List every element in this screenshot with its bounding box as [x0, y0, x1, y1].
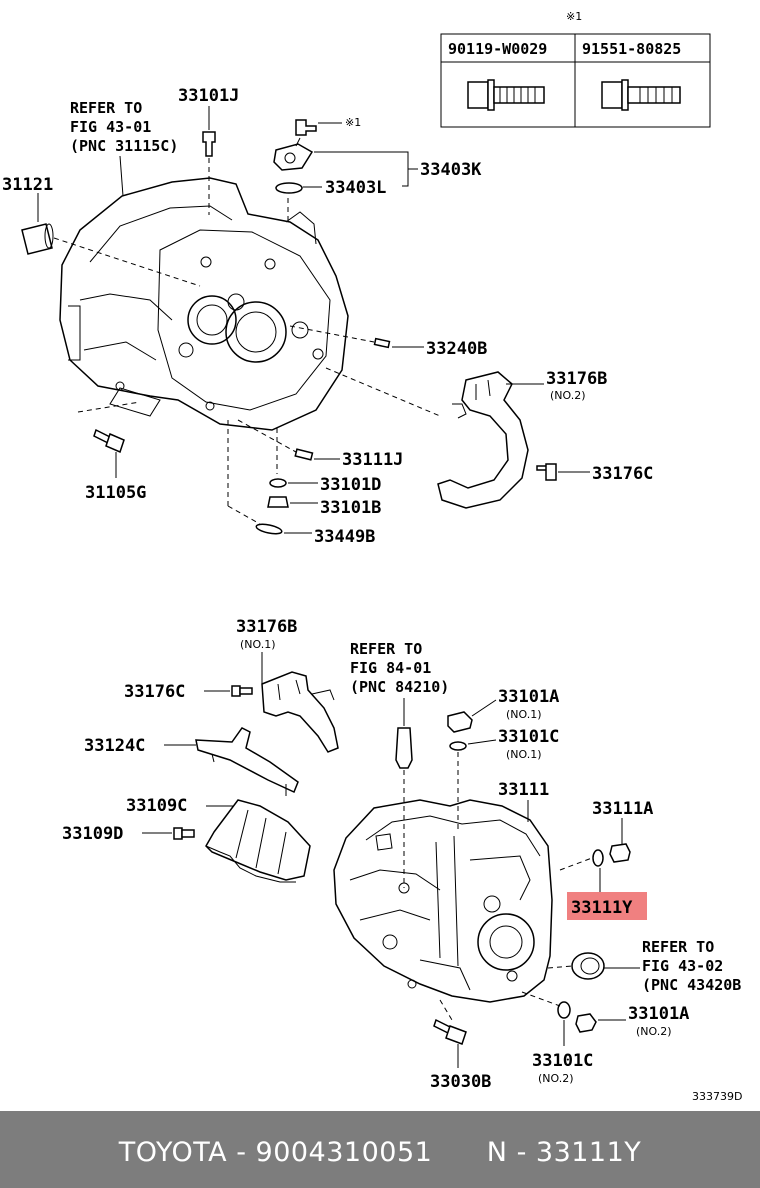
label-33176B-bot: 33176B — [236, 617, 297, 637]
label-33030B: 33030B — [430, 1072, 491, 1092]
label-33101C-bot-sub: (NO.2) — [538, 1072, 574, 1085]
gasket-33101D: 33101D — [269, 428, 381, 495]
case-33111-label: 33111 — [498, 780, 549, 822]
gasket-33101C-no2: 33101C (NO.2) — [521, 991, 593, 1085]
breather-plug-33101J: 33101J — [178, 86, 239, 215]
plug-33101A-no1: 33101A (NO.1) — [447, 687, 559, 733]
bolt-33030B: 33030B — [430, 999, 491, 1092]
bushing-31121: 31121 — [2, 175, 201, 287]
footer-bar — [0, 1111, 760, 1188]
svg-text:(PNC 31115C): (PNC 31115C) — [70, 137, 178, 155]
bracket-33176B-no1: 33176B (NO.1) — [236, 617, 339, 753]
label-33101D: 33101D — [320, 475, 381, 495]
refer-seal-line1: REFER TO — [642, 938, 714, 956]
bolt-mark-1: ※1 — [345, 116, 361, 129]
label-31105G: 31105G — [85, 483, 146, 503]
label-33111: 33111 — [498, 780, 549, 800]
label-33109C: 33109C — [126, 796, 187, 816]
bolt-31105G: 31105G — [77, 401, 146, 503]
svg-text:FIG 43-01: FIG 43-01 — [70, 118, 151, 136]
label-33240B: 33240B — [426, 339, 487, 359]
label-33101C-top-sub: (NO.1) — [506, 748, 542, 761]
label-33176B-bot-sub: (NO.1) — [240, 638, 276, 651]
bell-housing-illustration — [59, 177, 349, 431]
pin-33240B: 33240B — [289, 325, 487, 359]
label-33109D: 33109D — [62, 824, 123, 844]
bolt-33109D: 33109D — [62, 824, 195, 844]
svg-text:REFER TO: REFER TO — [70, 99, 142, 117]
speed-sensor: REFER TO FIG 84-01 (PNC 84210) — [350, 640, 449, 888]
highlight-box — [567, 892, 647, 920]
refer-seal-line3: (PNC 43420B — [642, 976, 741, 994]
label-33176B-top: 33176B — [546, 369, 607, 389]
plate-33124C: 33124C — [84, 727, 299, 796]
refer-sensor-line2: FIG 84-01 — [350, 659, 431, 677]
label-33101A-bot-sub: (NO.2) — [636, 1025, 672, 1038]
parts-diagram: ※1 90119-W0029 91551-80825 REFER TO FIG … — [2, 10, 742, 1103]
refer-seal-line2: FIG 43-02 — [642, 957, 723, 975]
label-33111A: 33111A — [592, 799, 653, 819]
label-33101A-top: 33101A — [498, 687, 559, 707]
label-33101J: 33101J — [178, 86, 239, 106]
plug-33101B: 33101B — [267, 496, 381, 518]
bolt-33176C-top: 33176C — [536, 463, 653, 484]
bolt-table-note-mark: ※1 — [566, 10, 582, 23]
label-33101B: 33101B — [320, 498, 381, 518]
label-33176C-bot: 33176C — [124, 682, 185, 702]
bolt-33176C-bot: 33176C — [124, 682, 253, 702]
label-33403K: 33403K — [420, 160, 482, 180]
label-33101C-bot: 33101C — [532, 1051, 593, 1071]
label-33124C: 33124C — [84, 736, 145, 756]
label-33111J: 33111J — [342, 450, 403, 470]
label-33101A-top-sub: (NO.1) — [506, 708, 542, 721]
flange-bolt-icon-2 — [601, 79, 681, 111]
bolt-table-col1: 90119-W0029 — [448, 40, 547, 58]
label-33111Y: 33111Y — [571, 898, 633, 918]
refer-note-top: REFER TO FIG 43-01 (PNC 31115C) — [70, 99, 178, 197]
footer-text: TOYOTA - 9004310051 N - 33111Y — [118, 1137, 642, 1168]
cover-33109C: 33109C — [126, 796, 311, 883]
oil-seal: REFER TO FIG 43-02 (PNC 43420B — [547, 938, 741, 994]
label-33449B: 33449B — [314, 527, 375, 547]
label-33101C-top: 33101C — [498, 727, 559, 747]
refer-sensor-line3: (PNC 84210) — [350, 678, 449, 696]
plug-33111A: 33111A — [592, 799, 653, 863]
bolt-table-col2: 91551-80825 — [582, 40, 681, 58]
label-31121: 31121 — [2, 175, 53, 195]
plug-33101A-no2: 33101A (NO.2) — [575, 1004, 689, 1038]
bolt-table: ※1 90119-W0029 91551-80825 — [440, 10, 711, 128]
illustration-code: 333739D — [692, 1090, 742, 1103]
label-33101A-bot: 33101A — [628, 1004, 689, 1024]
cover-33403K: ※1 33403K 33403L — [273, 116, 482, 222]
pin-33111J: 33111J — [237, 419, 403, 470]
gasket-33101C-no1: 33101C (NO.1) — [449, 727, 559, 830]
flange-bolt-icon-1 — [467, 79, 545, 111]
label-33403L: 33403L — [325, 178, 386, 198]
gasket-33111Y[interactable]: 33111Y — [559, 849, 647, 920]
refer-sensor-line1: REFER TO — [350, 640, 422, 658]
transaxle-case-illustration — [333, 799, 553, 1003]
oring-33449B: 33449B — [227, 420, 375, 547]
label-33176B-top-sub: (NO.2) — [550, 389, 586, 402]
label-33176C-top: 33176C — [592, 464, 653, 484]
bracket-33176B-no2: 33176B (NO.2) — [325, 367, 607, 509]
